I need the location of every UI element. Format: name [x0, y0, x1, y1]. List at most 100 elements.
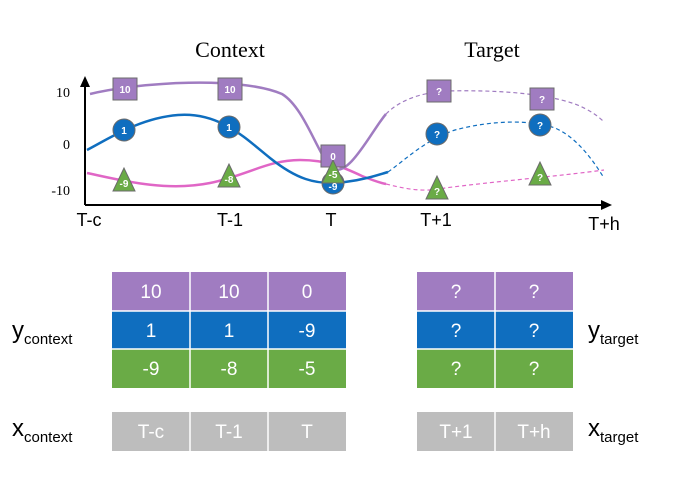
blue-marker-circle: [217, 115, 241, 139]
purple-marker-square: [112, 77, 138, 101]
table-cell: [495, 311, 573, 349]
green-marker-triangle: [321, 158, 345, 184]
purple-context-curve: [89, 81, 387, 172]
markers: [112, 77, 555, 200]
marker-label: ?: [436, 87, 442, 98]
marker-label: ?: [539, 95, 545, 106]
table-cell: [417, 311, 495, 349]
y-context-label-main: y: [12, 317, 24, 344]
blue-marker-circle: [425, 122, 449, 146]
table-cell-value: ?: [529, 321, 540, 342]
x-context-label-main: x: [12, 415, 24, 442]
x-target-label: xtarget: [588, 415, 639, 446]
table-cell-value: ?: [529, 359, 540, 380]
marker-label: ?: [434, 130, 440, 141]
y-context-label: ycontext: [12, 317, 73, 348]
marker-label: 10: [224, 85, 236, 96]
green-marker-triangle: [528, 160, 552, 186]
table-cell: [417, 272, 495, 311]
x-target-label-main: x: [588, 415, 600, 442]
blue-target-curve: [387, 121, 605, 179]
table-cell-value: T-1: [215, 422, 242, 443]
table-cell: [190, 311, 268, 349]
x-tick-label: T-1: [217, 210, 243, 230]
x-tick-label: T+1: [420, 210, 452, 230]
marker-labels: 10 10 0 ? ? 1 1 -9 ? ? -9 -8 -5 ? ?: [119, 85, 545, 198]
table-cell-value: ?: [451, 282, 462, 303]
table-cell-value: ?: [451, 321, 462, 342]
context-title: Context: [195, 37, 265, 62]
table-cell: [112, 412, 190, 451]
table-cell-value: T+1: [439, 422, 472, 443]
context-x-row: T-c T-1 T: [112, 412, 346, 451]
table-cell-value: -9: [143, 359, 160, 380]
marker-label: ?: [537, 173, 543, 184]
marker-label: -5: [329, 170, 338, 181]
table-cell-value: T+h: [517, 422, 550, 443]
table-cell-value: 0: [302, 282, 313, 303]
table-cell: [112, 349, 190, 388]
x-axis-arrowhead: [601, 200, 612, 210]
table-cell-value: -5: [299, 359, 316, 380]
table-cell: [190, 349, 268, 388]
table-cell: [268, 272, 346, 311]
marker-label: -9: [329, 182, 338, 193]
y-tick-neg10: -10: [51, 184, 70, 199]
purple-marker-square: [529, 87, 555, 111]
y-axis-arrowhead: [80, 76, 90, 87]
blue-marker-circle: [528, 113, 552, 137]
table-cell-value: -8: [221, 359, 238, 380]
table-cell: [495, 349, 573, 388]
blue-context-curve: [86, 113, 389, 185]
table-cell: [190, 272, 268, 311]
target-curves: [385, 90, 605, 191]
y-tick-0: 0: [63, 138, 70, 153]
table-cell: [268, 412, 346, 451]
x-tick-label: T: [326, 210, 337, 230]
target-y-table: ? ? ? ? ? ?: [417, 272, 573, 388]
purple-target-curve: [385, 90, 605, 123]
table-cell-value: T-c: [138, 422, 164, 443]
table-cell: [268, 311, 346, 349]
purple-marker-square: [426, 79, 452, 103]
table-cell: [112, 272, 190, 311]
y-target-label-main: y: [588, 317, 600, 344]
table-cell-value: 10: [218, 282, 239, 303]
table-cell: [495, 412, 573, 451]
table-cell: [190, 412, 268, 451]
context-y-table: 10 10 0 1 1 -9 -9 -8 -5: [112, 272, 346, 388]
marker-label: 10: [119, 85, 131, 96]
blue-marker-circle: [112, 118, 136, 142]
table-cell: [268, 349, 346, 388]
purple-marker-square: [217, 77, 243, 101]
marker-label: -9: [120, 179, 129, 190]
y-target-label: ytarget: [588, 317, 639, 348]
table-cell-value: ?: [529, 282, 540, 303]
x-context-label-sub: context: [24, 429, 73, 446]
marker-label: -8: [225, 175, 234, 186]
table-cell-value: 10: [140, 282, 161, 303]
table-cell-value: 1: [224, 321, 235, 342]
green-marker-triangle: [112, 166, 136, 192]
green-marker-triangle: [217, 162, 241, 188]
marker-label: 1: [121, 126, 127, 137]
x-tick-label: T-c: [77, 210, 102, 230]
y-tick-10: 10: [56, 86, 70, 101]
table-cell: [417, 349, 495, 388]
x-target-label-sub: target: [600, 429, 639, 446]
table-cell-value: 1: [146, 321, 157, 342]
table-cell-value: ?: [451, 359, 462, 380]
table-cell-value: T: [301, 422, 313, 443]
x-context-label: xcontext: [12, 415, 73, 446]
table-cell: [417, 412, 495, 451]
marker-label: 0: [330, 152, 336, 163]
marker-label: ?: [434, 187, 440, 198]
green-marker-triangle: [425, 174, 449, 200]
marker-label: ?: [537, 121, 543, 132]
marker-label: 1: [226, 123, 232, 134]
target-x-row: T+1 T+h: [417, 412, 573, 451]
pink-target-curve: [385, 169, 605, 191]
table-cell: [495, 272, 573, 311]
context-curves: [86, 81, 389, 188]
